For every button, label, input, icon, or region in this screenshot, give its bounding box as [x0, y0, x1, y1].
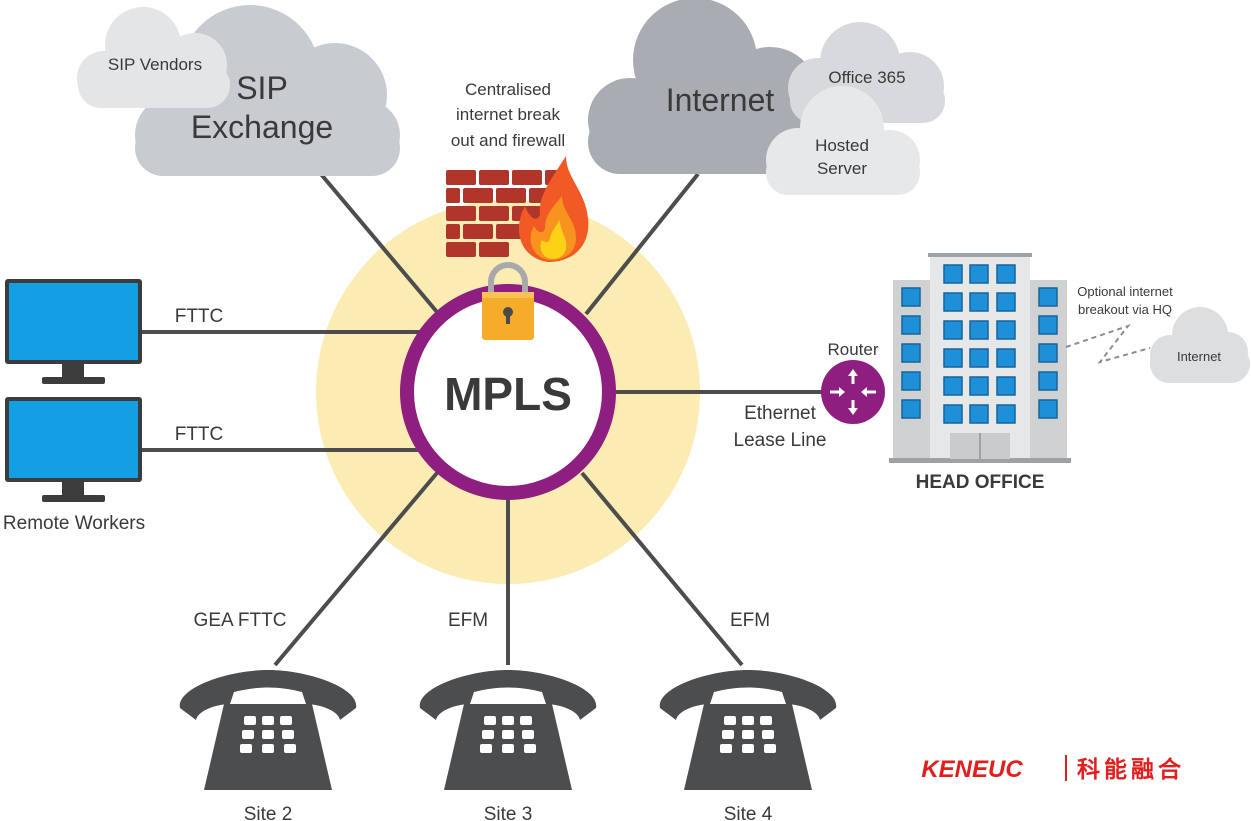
ethernet-label-line1: Ethernet [744, 403, 817, 424]
monitor-icon-top [5, 279, 142, 384]
line-site4 [580, 471, 744, 667]
mpls-ring [400, 284, 616, 500]
head-office-label: HEAD OFFICE [916, 472, 1045, 493]
brand-logo-latin: KENEUC [921, 756, 1023, 783]
monitor-icon-bottom [5, 397, 142, 502]
firewall-icon [446, 156, 589, 262]
efm-site3-label: EFM [448, 610, 488, 631]
brand-logo: KENEUC 科能融合 [921, 755, 1185, 783]
sip-exchange-label-line2: Exchange [191, 109, 333, 145]
site2-label: Site 2 [244, 804, 293, 821]
dashed-link-icon [1065, 323, 1151, 364]
ethernet-label-line2: Lease Line [734, 430, 827, 451]
firewall-caption-line3: out and firewall [451, 131, 565, 150]
gea-fttc-label: GEA FTTC [194, 610, 287, 631]
phone-icon-site3 [419, 670, 597, 790]
fttc-bottom-label: FTTC [175, 424, 224, 445]
sip-vendors-label: SIP Vendors [108, 55, 202, 74]
site3-label: Site 3 [484, 804, 533, 821]
router-icon [821, 360, 885, 424]
internet-label: Internet [666, 82, 775, 118]
internet-cloud [588, 0, 818, 174]
line-internet [584, 172, 700, 316]
line-sip-exchange [318, 171, 439, 314]
hosted-server-label-line1: Hosted [815, 136, 869, 155]
firewall-caption-line2: internet break [456, 105, 560, 124]
site4-label: Site 4 [724, 804, 773, 821]
hosted-server-cloud [766, 86, 920, 195]
sip-exchange-cloud [135, 5, 400, 176]
sip-vendors-cloud [77, 7, 230, 108]
mpls-label: MPLS [444, 368, 572, 420]
firewall-caption-line1: Centralised [465, 80, 551, 99]
office365-label: Office 365 [828, 68, 905, 87]
office365-cloud [788, 22, 945, 123]
sip-exchange-label-line1: SIP [236, 70, 288, 106]
phone-icon-site2 [179, 670, 357, 790]
hq-internet-cloud [1150, 307, 1250, 383]
line-site2 [273, 471, 439, 667]
connector-lines [141, 171, 822, 667]
efm-site4-label: EFM [730, 610, 770, 631]
optional-breakout-line2: breakout via HQ [1078, 302, 1172, 317]
phone-icon-site4 [659, 670, 837, 790]
padlock-icon [482, 262, 534, 340]
remote-workers-label: Remote Workers [3, 513, 145, 534]
optional-breakout-line1: Optional internet [1077, 284, 1173, 299]
fttc-top-label: FTTC [175, 306, 224, 327]
hq-internet-label: Internet [1177, 349, 1221, 364]
brand-logo-cjk: 科能融合 [1077, 756, 1185, 783]
hosted-server-label-line2: Server [817, 159, 867, 178]
head-office-building-icon [889, 253, 1071, 463]
router-label: Router [827, 340, 878, 359]
